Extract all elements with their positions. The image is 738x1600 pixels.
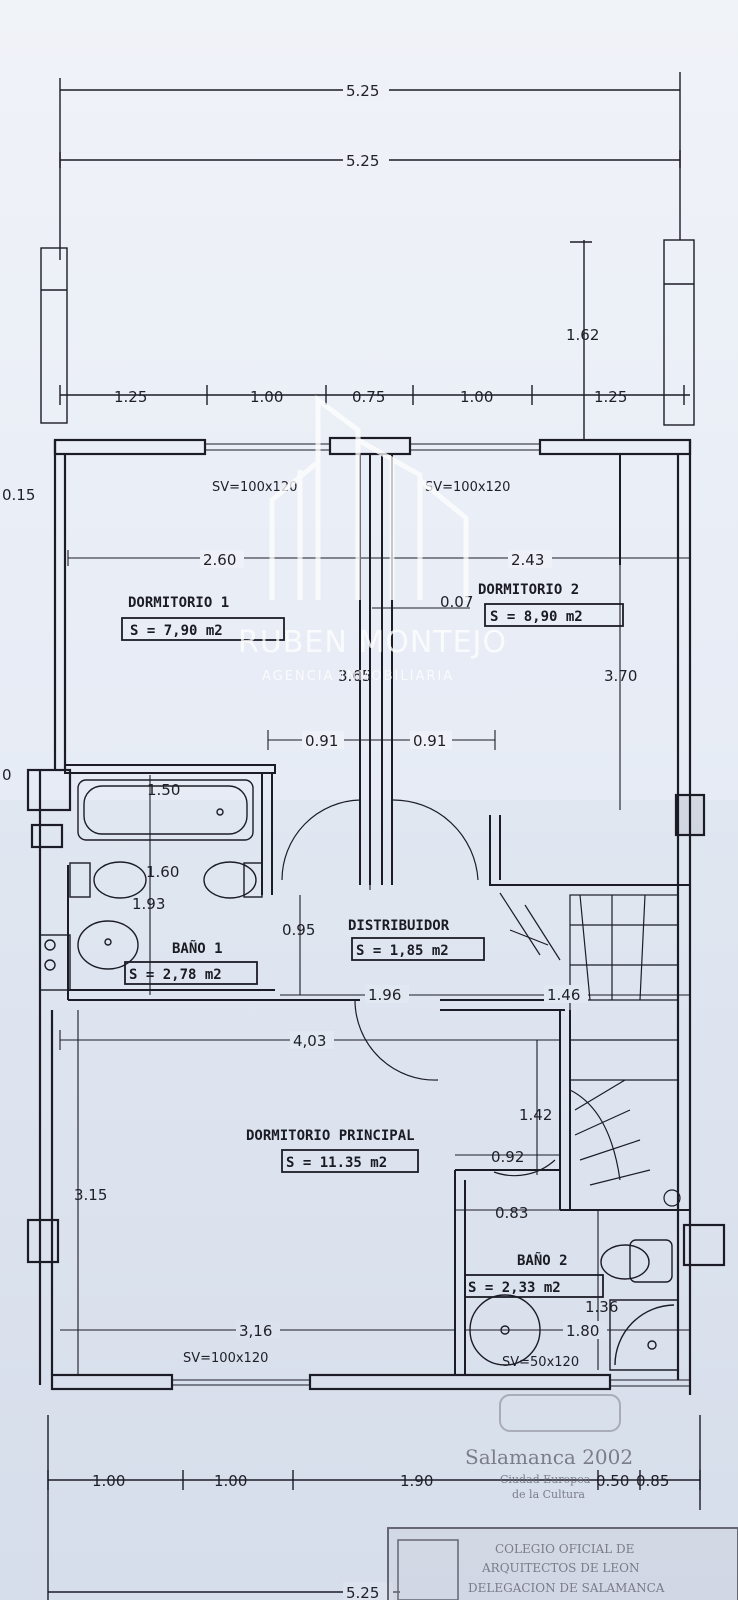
dim-overall-top-2: 5.25 (346, 152, 379, 170)
stamp-line3: de la Cultura (512, 1488, 585, 1501)
dim-365: 3.65 (338, 667, 371, 685)
edge-label-0: 0 (2, 766, 12, 784)
top-seg-1: 1.25 (114, 388, 147, 406)
dim-142: 1.42 (519, 1106, 552, 1124)
dim-150: 1.50 (147, 781, 180, 799)
staircase (499, 892, 681, 1211)
bottom-segment-labels: 1.00 1.00 1.90 0.50 0.85 (92, 1472, 669, 1490)
room-name-dormitorio-principal: DORMITORIO PRINCIPAL (246, 1128, 415, 1144)
dim-260: 2.60 (203, 551, 236, 569)
paper-bottom (0, 800, 738, 1600)
interior-dimension-lines (59, 454, 690, 1375)
room-name-bano-1: BAÑO 1 (172, 940, 223, 957)
top-seg-5: 1.25 (594, 388, 627, 406)
top-dimension-lines (59, 72, 690, 440)
bottom-seg-5: 0.85 (636, 1472, 669, 1490)
window-label-dorm1: SV=100x120 (212, 480, 297, 495)
dim-095: 0.95 (282, 921, 315, 939)
room-name-distribuidor: DISTRIBUIDOR (348, 918, 450, 934)
room-area-bano-2: S = 2,33 m2 (468, 1280, 561, 1296)
bottom-dimension-lines (47, 1415, 701, 1600)
watermark-subtitle: AGENCIA INMOBILIARIA (262, 669, 454, 684)
room-area-dormitorio-principal: S = 11.35 m2 (286, 1155, 387, 1171)
dim-092: 0.92 (491, 1148, 524, 1166)
dim-315: 3.15 (74, 1186, 107, 1204)
bottom-seg-4: 0.50 (596, 1472, 629, 1490)
top-segment-labels: 1.25 1.00 0.75 1.00 1.25 (114, 388, 627, 406)
bottom-seg-3: 1.90 (400, 1472, 433, 1490)
bottom-seg-2: 1.00 (214, 1472, 247, 1490)
dim-overall-top: 5.25 (346, 82, 379, 100)
dim-403: 4,03 (293, 1032, 326, 1050)
room-labels: DORMITORIO 1 S = 7,90 m2 DORMITORIO 2 S … (128, 582, 583, 1296)
dim-160: 1.60 (146, 863, 179, 881)
dim-370: 3.70 (604, 667, 637, 685)
dim-180: 1.80 (566, 1322, 599, 1340)
room-name-dormitorio-2: DORMITORIO 2 (478, 582, 579, 598)
dim-193: 1.93 (132, 895, 165, 913)
room-name-dormitorio-1: DORMITORIO 1 (128, 595, 229, 611)
window-label-principal: SV=100x120 (183, 1351, 268, 1366)
top-seg-3: 0.75 (352, 388, 385, 406)
dim-316: 3,16 (239, 1322, 272, 1340)
overall-dimension-labels: 5.25 5.25 5.25 (343, 80, 393, 1600)
area-boxes (121, 603, 624, 1298)
dim-083: 0.83 (495, 1204, 528, 1222)
window-label-dorm2: SV=100x120 (425, 480, 510, 495)
bottom-seg-1: 1.00 (92, 1472, 125, 1490)
dim-091-left: 0.91 (305, 732, 338, 750)
ruben-montejo-watermark: RUBEN MONTEJO AGENCIA INMOBILIARIA (238, 395, 507, 684)
dim-162: 1.62 (566, 326, 599, 344)
stamp-city: Salamanca 2002 (465, 1445, 633, 1469)
salamanca-2002-stamp: Salamanca 2002 Ciudad Europea de la Cult… (465, 1394, 633, 1501)
room-area-bano-1: S = 2,78 m2 (129, 967, 222, 983)
room-area-dormitorio-2: S = 8,90 m2 (490, 609, 583, 625)
dim-091-right: 0.91 (413, 732, 446, 750)
balcony-posts (40, 239, 695, 426)
dim-overall-bottom: 5.25 (346, 1584, 379, 1600)
stamp-college-1: COLEGIO OFICIAL DE (495, 1542, 634, 1556)
colegio-stamp: COLEGIO OFICIAL DE ARQUITECTOS DE LEON D… (387, 1527, 738, 1600)
dim-146: 1.46 (547, 986, 580, 1004)
room-area-distribuidor: S = 1,85 m2 (356, 943, 449, 959)
top-seg-4: 1.00 (460, 388, 493, 406)
dim-243: 2.43 (511, 551, 544, 569)
door-swings (281, 799, 556, 1177)
interior-walls (64, 454, 690, 1375)
watermark-logo-buildings (269, 395, 469, 600)
room-area-dormitorio-1: S = 7,90 m2 (130, 623, 223, 639)
watermark-title: RUBEN MONTEJO (238, 625, 507, 660)
dim-196: 1.96 (368, 986, 401, 1004)
edge-label-015: 0.15 (2, 486, 35, 504)
interior-dimension-labels: 1.62 2.60 2.43 0.07 3.65 3.70 0.91 0.91 … (74, 326, 637, 1340)
stamp-college-2: ARQUITECTOS DE LEON (481, 1561, 639, 1575)
dim-136: 1.36 (585, 1298, 618, 1316)
window-label-bano2: SV=50x120 (502, 1355, 579, 1370)
stamp-college-3: DELEGACION DE SALAMANCA (468, 1581, 665, 1595)
top-seg-2: 1.00 (250, 388, 283, 406)
window-labels: SV=100x120 SV=100x120 SV=100x120 SV=50x1… (183, 480, 579, 1370)
room-name-bano-2: BAÑO 2 (517, 1252, 568, 1269)
stamp-line2: Ciudad Europea (500, 1473, 591, 1486)
